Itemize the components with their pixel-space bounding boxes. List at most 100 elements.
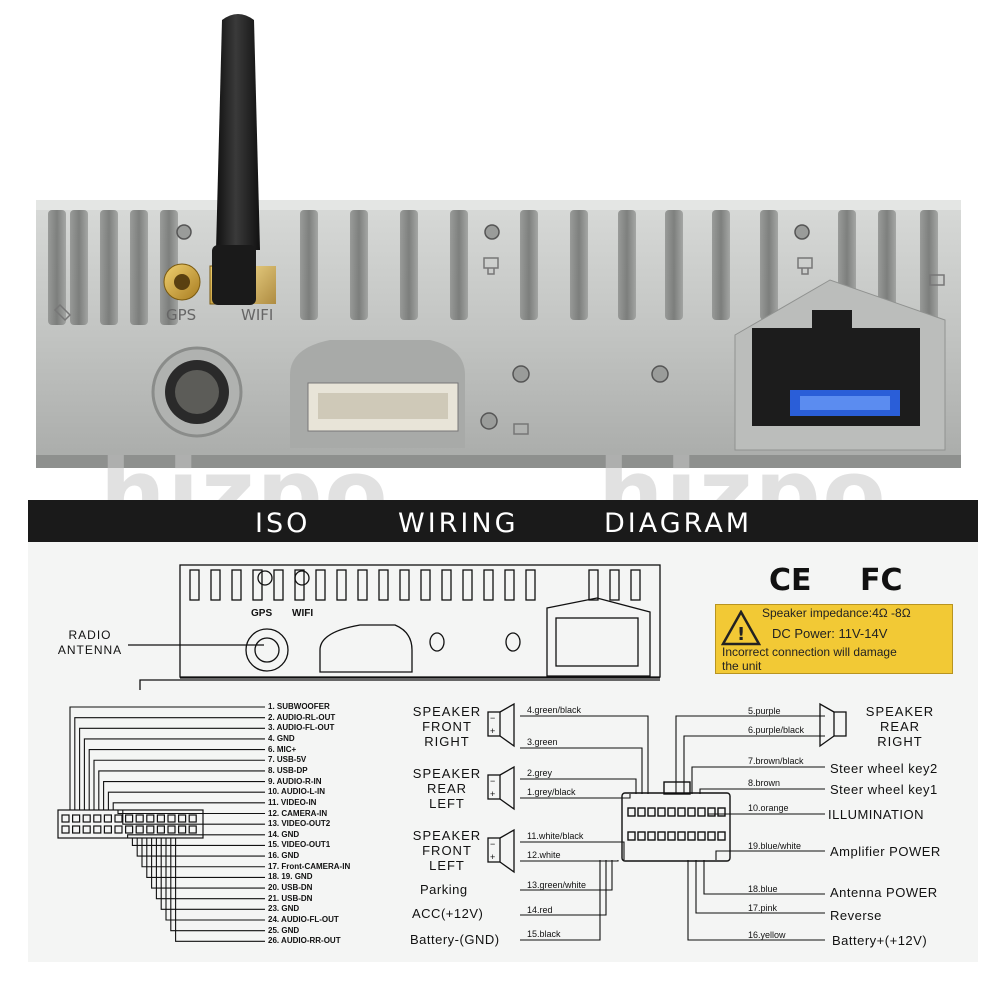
pin-label: 23. GND — [268, 904, 300, 914]
warning-impedance: Speaker impedance:4Ω -8Ω — [762, 606, 911, 620]
pin-label: 1. SUBWOOFER — [268, 702, 330, 711]
gps-port-label: GPS — [166, 306, 197, 324]
wire-label-left: 3.green — [527, 737, 558, 747]
pin-label: 18. 19. GND — [268, 872, 313, 882]
parking-label: Parking — [420, 882, 468, 897]
reverse-label: Reverse — [830, 908, 882, 923]
pin-label: 26. AUDIO-RR-OUT — [268, 936, 341, 946]
iso-connector — [734, 279, 946, 451]
wire-label-left: 2.grey — [527, 768, 553, 778]
pin-label: 8. USB-DP — [268, 765, 308, 775]
pin-label: 10. AUDIO-L-IN — [268, 787, 326, 797]
speaker-front-right-label: SPEAKER FRONT RIGHT — [405, 704, 489, 749]
wire-label-left: 11.white/black — [527, 831, 584, 841]
pin-label: 11. VIDEO-IN — [268, 797, 317, 807]
svg-text:+: + — [490, 789, 495, 799]
title-word-iso: ISO — [255, 508, 311, 539]
wire-label-left: 14.red — [527, 905, 553, 915]
pin-label: 2. AUDIO-RL-OUT — [268, 712, 336, 722]
sfr-line2: FRONT — [422, 719, 472, 734]
usb-av-connector — [290, 340, 465, 448]
amplifier-power-label: Amplifier POWER — [830, 844, 941, 859]
pin-label: 6. MIC+ — [268, 744, 297, 754]
srl-line1: SPEAKER — [412, 766, 482, 781]
pin-label: 4. GND — [268, 733, 295, 743]
steer-key2-label: Steer wheel key2 — [830, 761, 938, 776]
gps-connector — [163, 263, 201, 301]
radio-antenna-socket — [151, 346, 243, 438]
ce-mark: CE — [769, 563, 812, 598]
speaker-rear-left-label: SPEAKER REAR LEFT — [405, 766, 489, 811]
outline-gps-label: GPS — [251, 608, 273, 619]
heat-sink-fins — [48, 210, 938, 325]
panel-icons — [53, 257, 945, 435]
wire-label-left: 15.black — [527, 929, 561, 939]
wire-label-right: 17.pink — [748, 903, 778, 913]
pin-label: 15. VIDEO-OUT1 — [268, 840, 331, 850]
srr-line3: RIGHT — [877, 734, 923, 749]
sfl-line3: LEFT — [429, 858, 465, 873]
wifi-port-label: WIFI — [241, 306, 274, 324]
wire-label-right: 18.blue — [748, 884, 778, 894]
speaker-rear-right-label: SPEAKER REAR RIGHT — [860, 704, 940, 749]
svg-text:−: − — [490, 839, 495, 849]
pin-label: 21. USB-DN — [268, 893, 313, 903]
outline-wifi-label: WIFI — [292, 608, 314, 619]
acc-label: ACC(+12V) — [412, 906, 484, 921]
radio-antenna-label: RADIO ANTENNA — [50, 628, 130, 658]
pin-label: 12. CAMERA-IN — [268, 808, 328, 818]
warning-box — [715, 604, 953, 674]
wire-label-left: 12.white — [527, 850, 561, 860]
svg-text:!: ! — [737, 624, 745, 645]
battery-gnd-label: Battery-(GND) — [410, 932, 500, 947]
pin-label: 3. AUDIO-FL-OUT — [268, 723, 335, 733]
wire-label-right: 7.brown/black — [748, 756, 804, 766]
illumination-label: ILLUMINATION — [828, 807, 925, 822]
svg-text:+: + — [490, 852, 495, 862]
wire-label-left: 13.green/white — [527, 880, 587, 890]
wire-label-right: 16.yellow — [748, 930, 786, 940]
wire-label-right: 8.brown — [748, 778, 781, 788]
pin-label: 17. Front-CAMERA-IN — [268, 861, 351, 871]
radio-antenna-line1: RADIO — [68, 628, 112, 642]
wire-label-left: 4.green/black — [527, 705, 582, 715]
sfr-line1: SPEAKER — [412, 704, 482, 719]
sfl-line2: FRONT — [422, 843, 472, 858]
srl-line2: REAR — [426, 781, 468, 796]
wifi-antenna — [212, 14, 260, 305]
wire-label-left: 1.grey/black — [527, 787, 576, 797]
wire-label-right: 19.blue/white — [748, 841, 802, 851]
wire-label-right: 6.purple/black — [748, 725, 805, 735]
wire-label-right: 10.orange — [748, 803, 789, 813]
warning-unit: the unit — [722, 659, 762, 673]
pin-label: 14. GND — [268, 829, 300, 839]
sfr-line3: RIGHT — [424, 734, 470, 749]
sfl-line1: SPEAKER — [412, 828, 482, 843]
warning-damage: Incorrect connection will damage — [722, 645, 897, 659]
antenna-power-label: Antenna POWER — [830, 885, 938, 900]
pin-label: 25. GND — [268, 925, 300, 935]
pin-label: 16. GND — [268, 851, 300, 861]
title-bar — [28, 500, 978, 542]
speaker-front-left-label: SPEAKER FRONT LEFT — [405, 828, 489, 873]
device-photo — [36, 14, 961, 468]
pin-label: 13. VIDEO-OUT2 — [268, 819, 331, 829]
battery-plus-label: Battery+(+12V) — [832, 933, 928, 948]
title-word-diagram: DIAGRAM — [604, 508, 753, 539]
pin-label: 20. USB-DN — [268, 883, 313, 893]
srl-line3: LEFT — [429, 796, 465, 811]
steer-key1-label: Steer wheel key1 — [830, 782, 938, 797]
wire-label-right: 5.purple — [748, 706, 781, 716]
warning-power: DC Power: 11V-14V — [772, 626, 888, 641]
srr-line1: SPEAKER — [865, 704, 935, 719]
radio-antenna-line2: ANTENNA — [57, 643, 123, 657]
pin-label: 24. AUDIO-FL-OUT — [268, 915, 339, 924]
pin-label: 9. AUDIO-R-IN — [268, 776, 322, 786]
warning-icon: ! — [721, 610, 761, 646]
srr-line2: REAR — [879, 719, 921, 734]
fcc-mark: FC — [860, 563, 903, 598]
svg-text:−: − — [490, 713, 495, 723]
svg-text:−: − — [490, 776, 495, 786]
svg-text:+: + — [490, 726, 495, 736]
